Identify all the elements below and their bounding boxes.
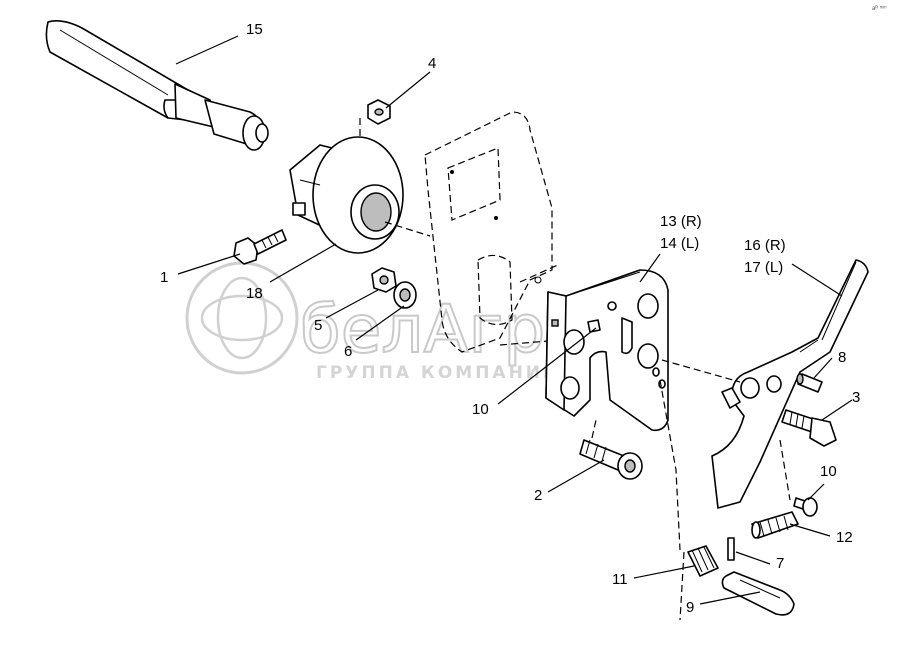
part-18-hub (289, 136, 404, 254)
callout-labels: 15 4 1 18 5 6 13 (R) 14 (L) 16 (R) 17 (L… (160, 21, 860, 616)
assembly-lines (359, 118, 791, 621)
part-5-nut (371, 267, 397, 293)
callout-1: 1 (160, 269, 168, 286)
callout-3: 3 (852, 389, 860, 406)
callout-15: 15 (246, 21, 263, 38)
part-7-pin (727, 537, 735, 561)
callout-2: 2 (534, 487, 542, 504)
callout-10-lower: 10 (820, 463, 837, 480)
callout-16: 16 (R) (744, 237, 786, 254)
callout-6: 6 (344, 343, 352, 360)
callout-10-upper: 10 (472, 401, 489, 418)
watermark: белАгро ГРУППА КОМПАНИЙ (185, 261, 587, 383)
part-16-17-lever (711, 259, 869, 509)
watermark-subtitle: ГРУППА КОМПАНИЙ (316, 361, 560, 383)
callout-9: 9 (686, 599, 694, 616)
callout-17: 17 (L) (744, 259, 783, 276)
part-1-bolt (233, 229, 287, 265)
watermark-logo-icon (185, 261, 299, 375)
callout-12: 12 (836, 529, 853, 546)
callout-13: 13 (R) (660, 213, 702, 230)
callout-4: 4 (428, 55, 436, 72)
part-6-washer (393, 281, 417, 309)
callout-8: 8 (838, 349, 846, 366)
part-13-14-bracket (545, 269, 669, 432)
part-4-nut (367, 99, 391, 125)
part-2-bolt (579, 439, 643, 480)
callout-14: 14 (L) (660, 235, 699, 252)
callout-11: 11 (612, 571, 628, 588)
corner-mark: aᴿ ᵐᵐ (872, 5, 887, 12)
part-11-spring (687, 545, 719, 577)
part-15-handle (45, 20, 269, 151)
watermark-brand: белАгро (300, 291, 586, 368)
part-8-pin (796, 373, 823, 393)
part-10-small-bolt (793, 497, 818, 517)
callout-5: 5 (314, 317, 322, 334)
part-3-bolt (781, 409, 837, 447)
callout-18: 18 (246, 285, 263, 302)
leader-lines (175, 35, 853, 605)
callout-7: 7 (776, 555, 784, 572)
part-12-spring (751, 511, 799, 539)
part-9-grip (721, 571, 795, 616)
